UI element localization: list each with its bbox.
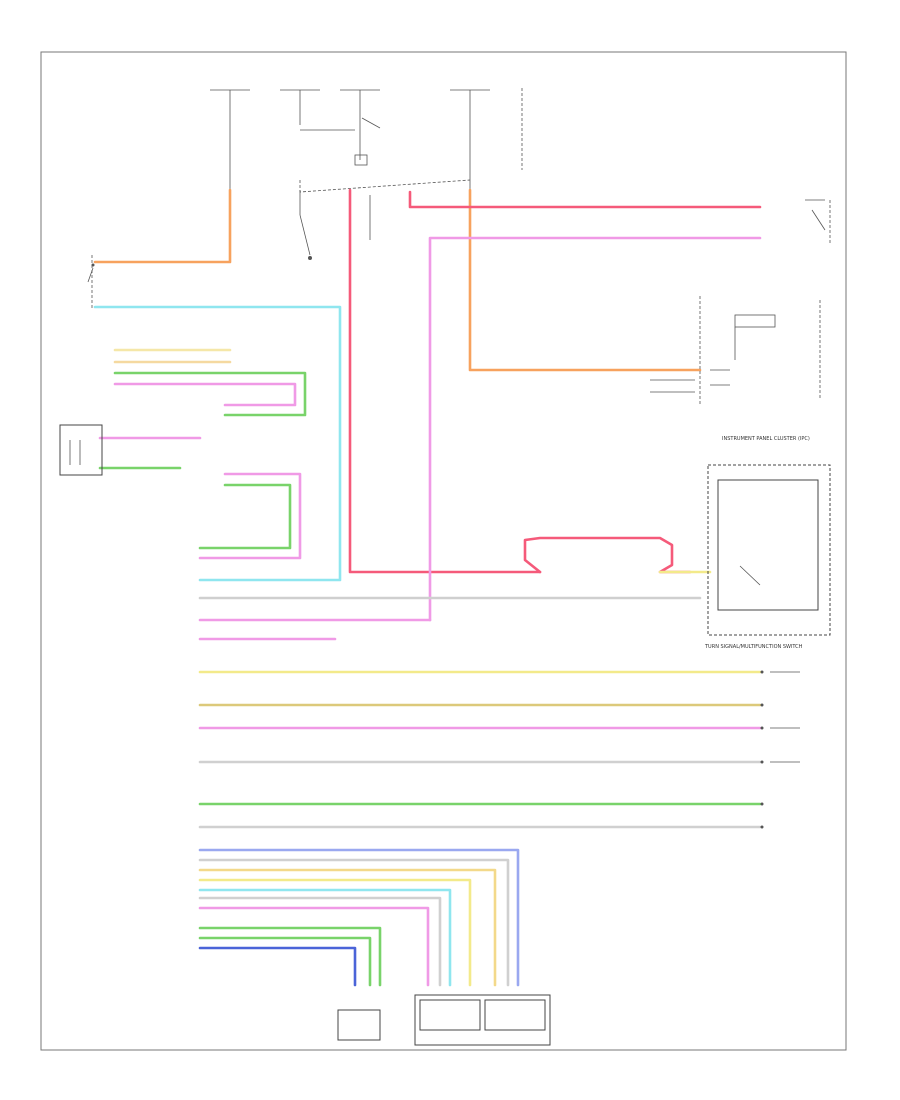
wire-red-loop	[523, 536, 692, 574]
wire-blue-b	[198, 848, 520, 987]
wire-orange-ipc	[468, 188, 702, 372]
top-fuse-block	[210, 88, 523, 260]
wire-gray-b	[198, 858, 510, 987]
multifunction-label: TURN SIGNAL/MULTIFUNCTION SWITCH	[704, 644, 803, 650]
wire-yellow-b	[198, 878, 472, 987]
wire-pink-b	[198, 906, 430, 987]
wire-green-b1	[198, 926, 382, 987]
wire-gray-b2	[198, 896, 442, 987]
clutch-pedal-position-sensor	[337, 1009, 381, 1041]
wire-red-main	[348, 188, 542, 574]
transmission-control-module	[59, 424, 103, 476]
ipc-label: INSTRUMENT PANEL CLUSTER (IPC)	[722, 436, 810, 442]
wire-blue-b2	[198, 946, 357, 987]
wire-cyan-b	[198, 888, 452, 987]
wire-cyan	[93, 305, 342, 582]
accelerator-pedal-sensor-2	[484, 999, 546, 1031]
wire-orange-top	[93, 188, 232, 264]
wire-pink-2	[113, 382, 297, 407]
cruise-control-switch	[805, 199, 831, 245]
wire-tan-b	[198, 868, 497, 987]
wire-green-1	[113, 371, 307, 417]
instrument-panel-cluster	[650, 296, 821, 405]
brake-pedal-switch	[87, 255, 95, 310]
wire-green-3	[198, 483, 292, 550]
accelerator-pedal-module-outer	[414, 994, 551, 1046]
wire-green-b2	[198, 936, 372, 987]
wire-pink-top	[428, 236, 762, 622]
wire-pink-4	[198, 472, 302, 560]
wire-red-top	[408, 190, 762, 209]
multifunction-switch-box	[707, 464, 831, 636]
right-terminals	[760, 670, 800, 829]
accelerator-pedal-sensor-1	[419, 999, 481, 1031]
diagram-border	[40, 51, 847, 1051]
multifunction-switch-inner	[717, 479, 819, 611]
